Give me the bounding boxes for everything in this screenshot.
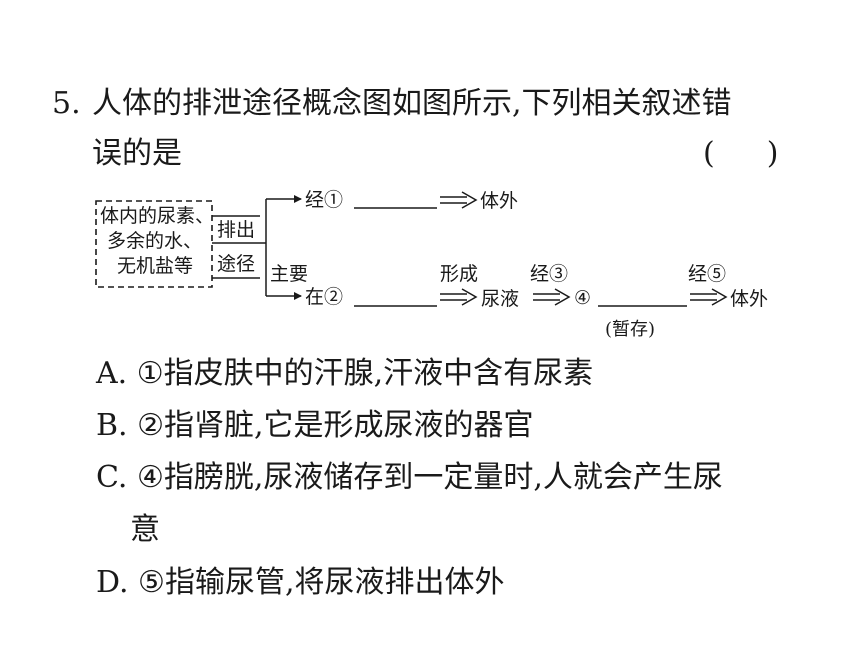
via3-hollow-arrow <box>533 288 571 306</box>
via3-label: 经③ <box>530 263 568 285</box>
main-label: 主要 <box>270 263 308 285</box>
source-line2: 多余的水、 <box>107 230 202 252</box>
question-text-line2: 误的是 <box>92 136 182 171</box>
option-b[interactable]: B. ②指肾脏,它是形成尿液的器官 <box>96 408 534 443</box>
form-hollow-arrow <box>440 288 478 306</box>
form-label: 形成 <box>440 263 478 285</box>
option-d[interactable]: D. ⑤指输尿管,将尿液排出体外 <box>96 565 505 600</box>
top-via-label: 经① <box>305 189 343 211</box>
answer-paren-open: ( <box>703 136 715 171</box>
question-text-line1: 人体的排泄途径概念图如图所示,下列相关叙述错 <box>92 86 732 121</box>
top-destination: 体外 <box>480 190 518 212</box>
answer-blank[interactable]: () <box>703 136 778 172</box>
answer-paren-close: ) <box>766 136 779 171</box>
option-c-continuation: 意 <box>130 512 160 547</box>
question-stem-line1: 5. 人体的排泄途径概念图如图所示,下列相关叙述错 <box>52 86 732 122</box>
urine-label: 尿液 <box>481 288 519 310</box>
node4-label: ④ <box>574 287 591 309</box>
route-label-bottom: 途径 <box>217 253 255 275</box>
option-c[interactable]: C. ④指膀胱,尿液储存到一定量时,人就会产生尿 <box>96 460 723 495</box>
bottom-destination: 体外 <box>730 288 768 310</box>
source-line1: 体内的尿素、 <box>100 205 214 227</box>
question-number: 5. <box>52 86 81 121</box>
temp-store-label: (暂存) <box>605 319 655 340</box>
via5-label: 经⑤ <box>688 263 726 285</box>
bottom-at-label: 在② <box>305 286 343 308</box>
route-label-top: 排出 <box>217 219 255 241</box>
source-box <box>95 200 213 288</box>
source-line3: 无机盐等 <box>117 255 193 277</box>
option-a[interactable]: A. ①指皮肤中的汗腺,汗液中含有尿素 <box>96 356 594 391</box>
top-hollow-arrow <box>440 191 478 209</box>
via5-hollow-arrow <box>690 288 728 306</box>
